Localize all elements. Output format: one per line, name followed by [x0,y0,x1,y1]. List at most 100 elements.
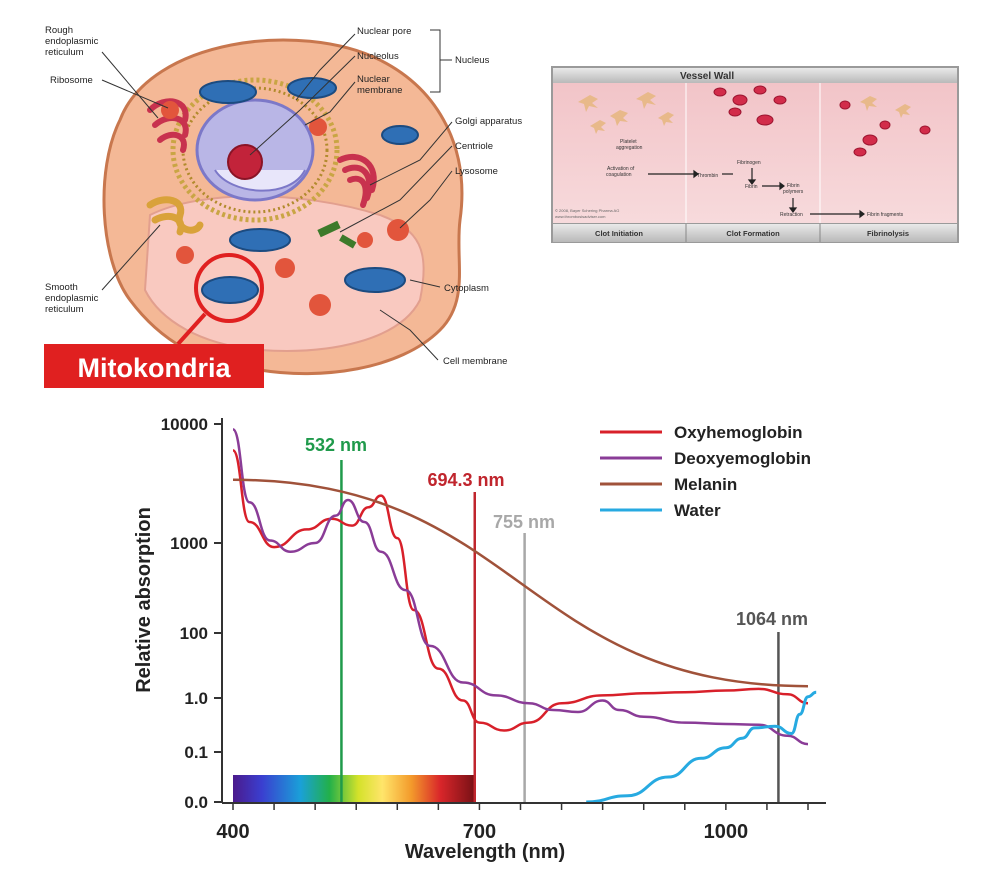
cell-membrane-label: Cell membrane [443,356,507,367]
x-tick-label: 400 [216,821,249,843]
lysosome-shape [357,232,373,248]
lysosome-shape [161,101,179,119]
platelet-shape [658,112,674,126]
wavelength-marker-label: 694.3 nm [427,470,504,490]
mitochondrion-shape [287,77,337,99]
visible-spectrum-bar [233,775,474,803]
mitochondrion-shape [201,276,259,304]
nucleolus-label: Nucleolus [357,51,399,62]
fibrin-fragments-text: Fibrin fragments [867,212,904,218]
platelet-shape [860,96,877,111]
platelet-shape [636,92,656,109]
red-cell-shape [728,107,742,117]
stage-label-initiation: Clot Initiation [595,229,643,238]
legend-label: Melanin [674,475,737,494]
wavelength-marker-label: 755 nm [493,512,555,532]
website-text: www.thrombosisadviser.com [555,214,606,219]
copyright-text: © 2008, Bayer Schering Pharma AG [555,208,619,213]
golgi-shape-left [147,98,189,153]
lysosome-shape [309,118,327,136]
stage-label-formation: Clot Formation [726,229,780,238]
mitochondrion-shape [344,267,406,293]
y-axis-label: Relative absorption [133,507,155,693]
series-line-oxyhemoglobin [231,449,809,732]
mitochondria-highlight-ring [194,253,264,323]
legend-label: Oxyhemoglobin [674,423,802,442]
centriole-shape [317,220,341,238]
mitochondrion-shape [229,228,291,252]
mitochondrion-shape [381,125,419,145]
y-tick-label: 10000 [161,415,208,434]
nucleolus-shape [227,144,263,180]
absorption-chart: 10000 1000 100 1.0 0.1 0.0 400 700 1000 Relative… [133,415,826,863]
red-cell-shape [879,120,891,130]
nucleus-label: Nucleus [455,55,490,66]
cytoplasm-label: Cytoplasm [444,283,489,294]
series-line-deoxyemoglobin [231,428,809,746]
legend-label: Deoxyemoglobin [674,449,811,468]
fibrinogen-text: Fibrinogen [737,160,761,166]
platelet-shape [610,110,628,126]
red-cell-shape [732,94,748,106]
thrombin-text: Thrombin [697,173,718,179]
stage-label-fibrinolysis: Fibrinolysis [867,229,909,238]
y-tick-label: 0.0 [184,793,208,812]
red-cell-shape [862,134,878,146]
flow-arrowhead [747,179,757,185]
wavelength-marker-label: 532 nm [305,435,367,455]
centriole-label: Centriole [455,141,493,152]
platelet-shape [895,104,911,118]
x-tick-label: 1000 [704,821,749,843]
smooth-er-shape [146,196,204,236]
y-tick-label: 1000 [170,534,208,553]
highlight-label-box [44,344,264,388]
nuclear-pore-label: Nuclear pore [357,26,411,37]
x-tick-label: 700 [463,821,496,843]
retraction-text: Retraction [780,212,803,218]
fibrin-text: Fibrin [745,184,758,190]
red-cell-shape [756,114,774,126]
lysosome-shape [309,294,331,316]
series-line-water [586,690,817,804]
mitochondrion-shape [199,80,257,104]
clot-panel: Vessel Wall Platel [551,66,959,243]
series-line-melanin [232,478,809,688]
y-tick-label: 0.1 [184,743,208,762]
ribosome-label: Ribosome [50,75,93,86]
platelet-shape [590,120,606,134]
highlight-pointer [176,312,207,346]
red-cell-shape [753,85,767,95]
red-cell-shape [919,125,931,135]
flow-arrowhead [779,181,785,191]
red-cell-shape [853,147,867,157]
vessel-wall-bar [553,68,957,83]
lysosome-shape [275,258,295,278]
y-tick-label: 100 [180,624,208,643]
y-tick-label: 1.0 [184,689,208,708]
wavelength-marker-label: 1064 nm [736,609,808,629]
lysosome-shape [176,246,194,264]
red-cell-shape [773,95,787,105]
legend-label: Water [674,501,721,520]
mitokondria-label: Mitokondria [78,353,232,383]
flow-arrowhead [693,169,699,179]
stage-bar [553,224,957,242]
lysosome-label: Lysosome [455,166,498,177]
vessel-lumen [553,83,957,223]
red-cell-shape [839,100,851,110]
golgi-label: Golgi apparatus [455,116,522,127]
red-cell-shape [713,87,727,97]
x-axis-label: Wavelength (nm) [405,841,565,863]
centriole-shape [339,234,357,249]
flow-arrowhead [788,207,798,213]
flow-arrowhead [859,209,865,219]
